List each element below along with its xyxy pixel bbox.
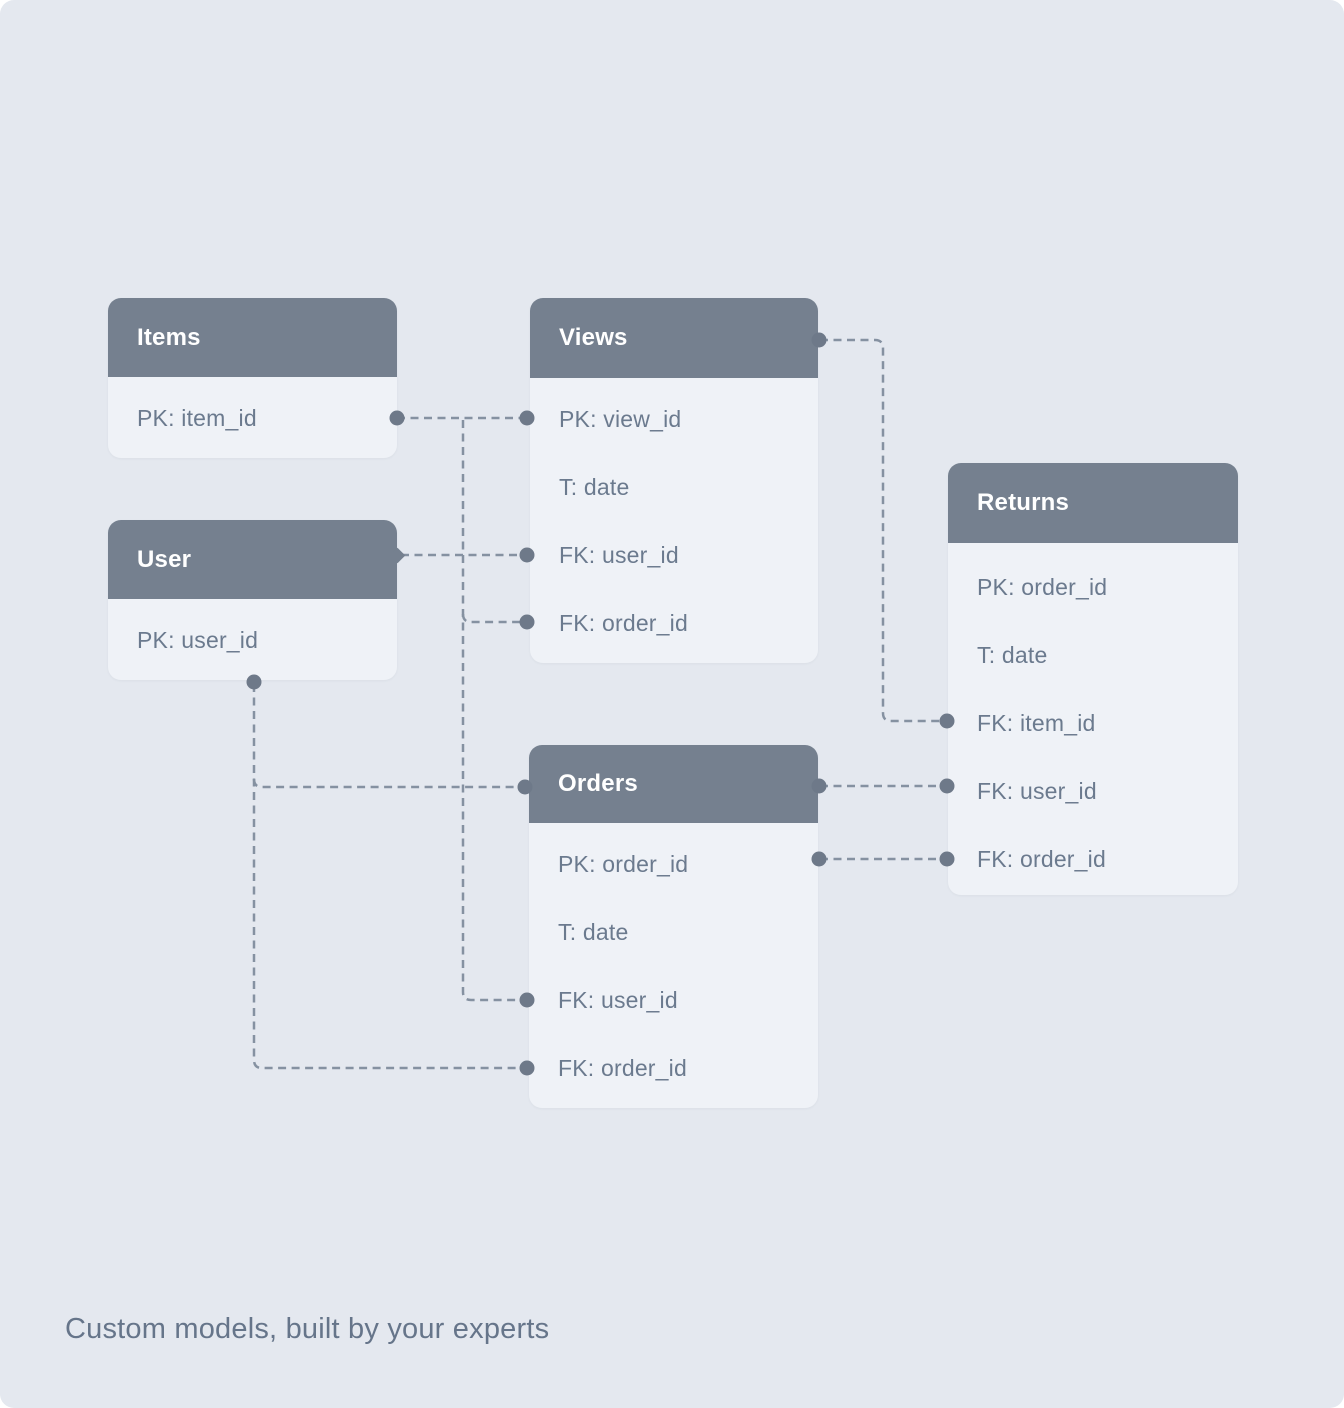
table-field: T: date <box>977 641 1048 668</box>
table-field: FK: user_id <box>558 986 678 1013</box>
table-card-user: User PK: user_id <box>108 520 397 680</box>
table-card-views: Views PK: view_id T: date FK: user_id FK… <box>530 298 818 663</box>
table-title-orders: Orders <box>558 770 638 797</box>
connector-views-returns-itemid <box>820 338 940 723</box>
table-field: FK: order_id <box>977 845 1106 872</box>
table-field: PK: user_id <box>137 626 259 653</box>
table-header-views: Views <box>530 298 818 378</box>
table-field: FK: item_id <box>977 709 1096 736</box>
table-header-returns: Returns <box>948 463 1238 543</box>
table-header-orders: Orders <box>529 745 818 823</box>
table-header-items: Items <box>108 298 397 377</box>
connector-items-orders-userid <box>461 420 520 1002</box>
table-title-user: User <box>137 545 192 573</box>
table-field: T: date <box>559 473 630 500</box>
table-body-user: PK: user_id <box>108 599 397 674</box>
diagram-caption: Custom models, built by your experts <box>65 1313 550 1345</box>
table-field: FK: order_id <box>558 1054 687 1081</box>
table-field: FK: user_id <box>977 777 1097 804</box>
table-body-views: PK: view_id T: date FK: user_id FK: orde… <box>530 378 818 657</box>
table-field: FK: user_id <box>559 541 679 568</box>
connector-user-orders-orderid <box>252 684 520 1070</box>
table-field: PK: order_id <box>558 850 689 877</box>
table-body-items: PK: item_id <box>108 377 397 452</box>
connector-user-orders-header <box>252 778 518 789</box>
table-field: T: date <box>558 918 629 945</box>
connector-branch-views-orderid <box>461 613 520 624</box>
table-card-orders: Orders PK: order_id T: date FK: user_id … <box>529 745 818 1108</box>
table-title-items: Items <box>137 323 201 351</box>
table-title-returns: Returns <box>977 489 1070 516</box>
table-body-returns: PK: order_id T: date FK: item_id FK: use… <box>948 543 1238 893</box>
table-card-items: Items PK: item_id <box>108 298 397 458</box>
table-field: PK: order_id <box>977 573 1108 600</box>
table-header-user: User <box>108 520 397 599</box>
table-field: PK: item_id <box>137 404 257 431</box>
table-field: PK: view_id <box>559 405 682 432</box>
table-title-views: Views <box>559 324 628 351</box>
table-body-orders: PK: order_id T: date FK: user_id FK: ord… <box>529 823 818 1102</box>
table-field: FK: order_id <box>559 609 688 636</box>
table-card-returns: Returns PK: order_id T: date FK: item_id… <box>948 463 1238 895</box>
